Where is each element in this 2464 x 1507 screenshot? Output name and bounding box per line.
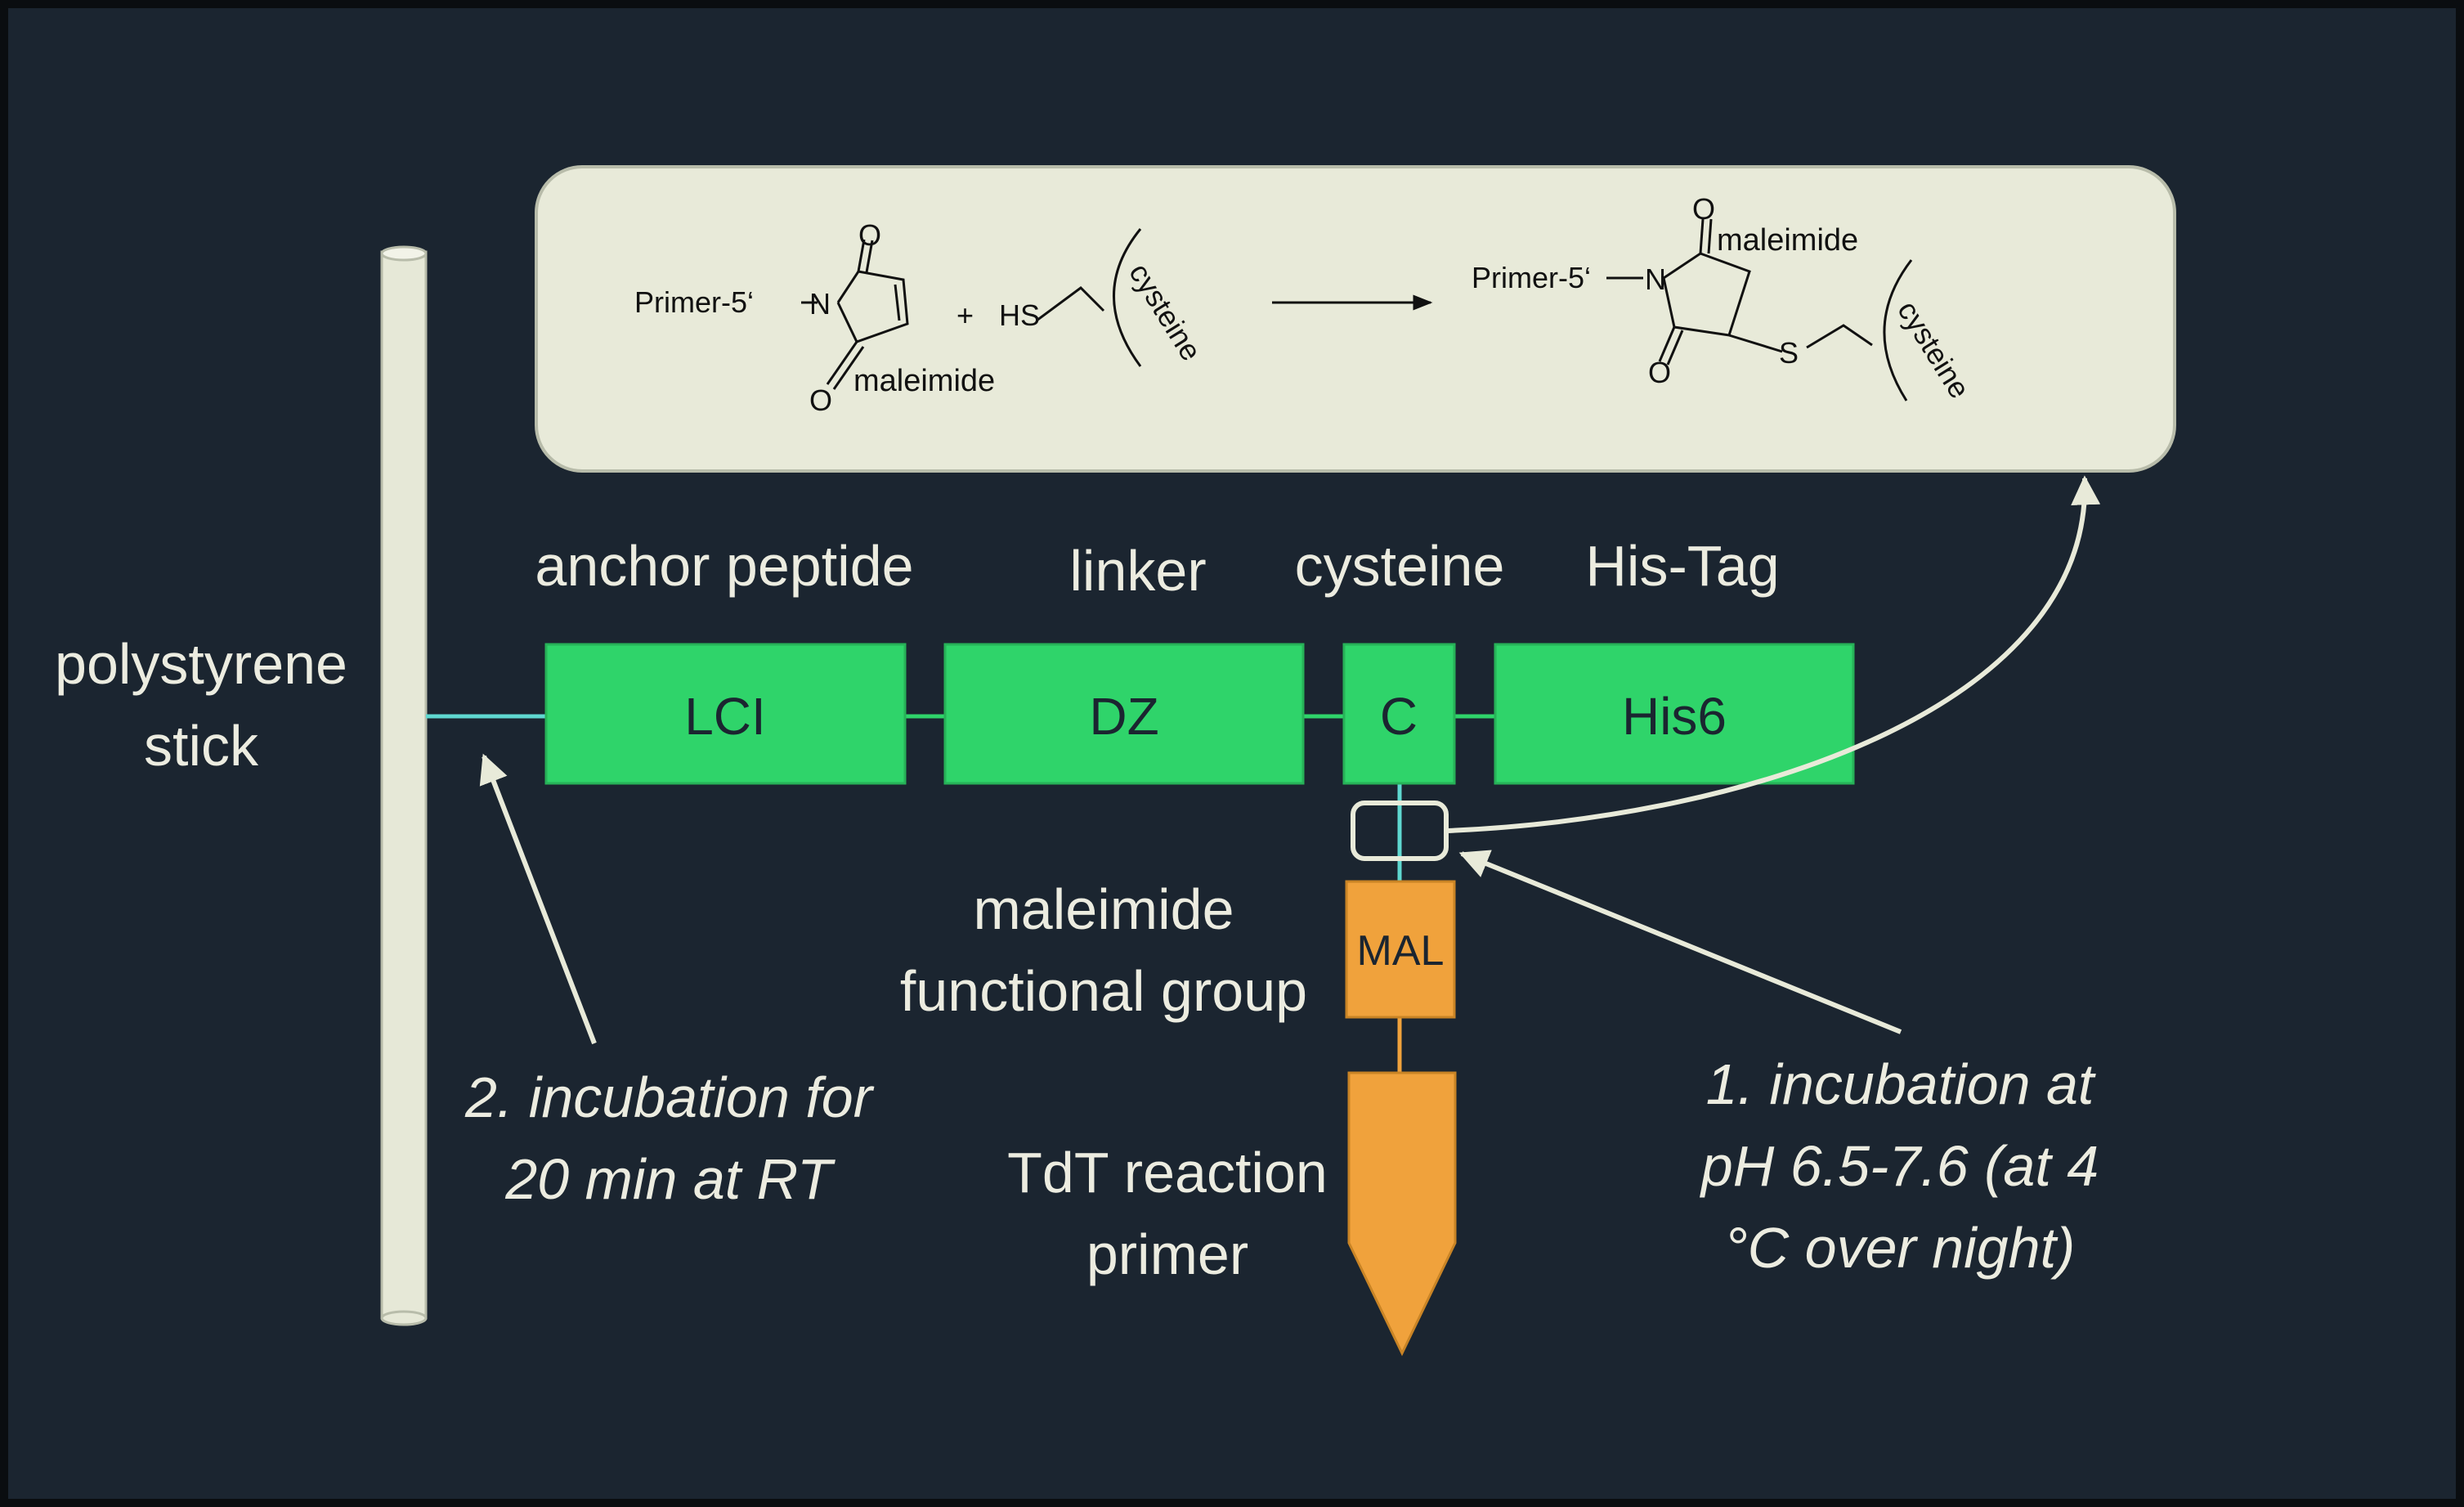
- dz-box: DZ: [943, 643, 1305, 785]
- maleimide-label-right: maleimide: [1717, 223, 1858, 258]
- plus-sign: +: [956, 298, 974, 332]
- maleimide-group-label-line2: functional group: [900, 959, 1307, 1023]
- o-atom-top-right: O: [1692, 192, 1715, 226]
- n-atom-left: N: [809, 287, 831, 321]
- tdt-primer-shape: [1347, 1071, 1457, 1357]
- hs-group: HS: [999, 298, 1040, 332]
- tdt-primer-label-line2: primer: [1086, 1222, 1248, 1286]
- bond-highlight-box: [1351, 801, 1449, 861]
- step2-arrow: [479, 753, 597, 1045]
- maleimide-right-structure: [1606, 218, 1913, 401]
- primer-label-right: Primer-5‘: [1472, 261, 1591, 294]
- anchor-peptide-label: anchor peptide: [535, 534, 913, 598]
- n-atom-right: N: [1645, 262, 1666, 296]
- o-atom-top-left: O: [858, 218, 881, 252]
- reaction-callout-arrow: [1446, 475, 2101, 833]
- polystyrene-label-line1: polystyrene: [55, 632, 347, 696]
- cysteine-left-structure: [1036, 228, 1142, 367]
- step1-label-line2: pH 6.5-7.6 (at 4: [1700, 1134, 2099, 1198]
- maleimide-left-structure: [801, 239, 909, 390]
- mal-box: MAL: [1345, 880, 1456, 1019]
- step1-label-line1: 1. incubation at: [1706, 1052, 2096, 1116]
- c-box: C: [1342, 643, 1456, 785]
- lci-label: LCI: [684, 687, 766, 746]
- step1-label-line3: °C over night): [1725, 1216, 2076, 1280]
- o-atom-bottom-left: O: [809, 383, 832, 417]
- s-atom: S: [1779, 336, 1799, 370]
- step2-label-line1: 2. incubation for: [464, 1065, 875, 1129]
- polystyrene-stick: [380, 245, 428, 1326]
- primer-label-left: Primer-5‘: [634, 285, 754, 319]
- maleimide-label-left: maleimide: [853, 364, 995, 398]
- maleimide-group-label-line1: maleimide: [974, 877, 1234, 941]
- dz-label: DZ: [1089, 687, 1158, 746]
- reaction-panel: Primer-5‘ N O O maleimide + HS cysteine …: [535, 165, 2176, 473]
- mal-label: MAL: [1357, 927, 1445, 975]
- his6-box: His6: [1494, 643, 1855, 785]
- step2-label-line2: 20 min at RT: [504, 1147, 836, 1211]
- polystyrene-label-line2: stick: [144, 714, 259, 778]
- his6-label: His6: [1622, 687, 1727, 746]
- cysteine-label: cysteine: [1295, 534, 1505, 598]
- o-atom-bottom-right: O: [1648, 356, 1671, 389]
- lci-box: LCI: [544, 643, 907, 785]
- c-label: C: [1380, 687, 1418, 746]
- step1-arrow: [1458, 850, 1902, 1034]
- his-tag-label: His-Tag: [1585, 534, 1779, 598]
- linker-label: linker: [1069, 539, 1206, 603]
- tdt-primer-label-line1: TdT reaction: [1007, 1141, 1328, 1204]
